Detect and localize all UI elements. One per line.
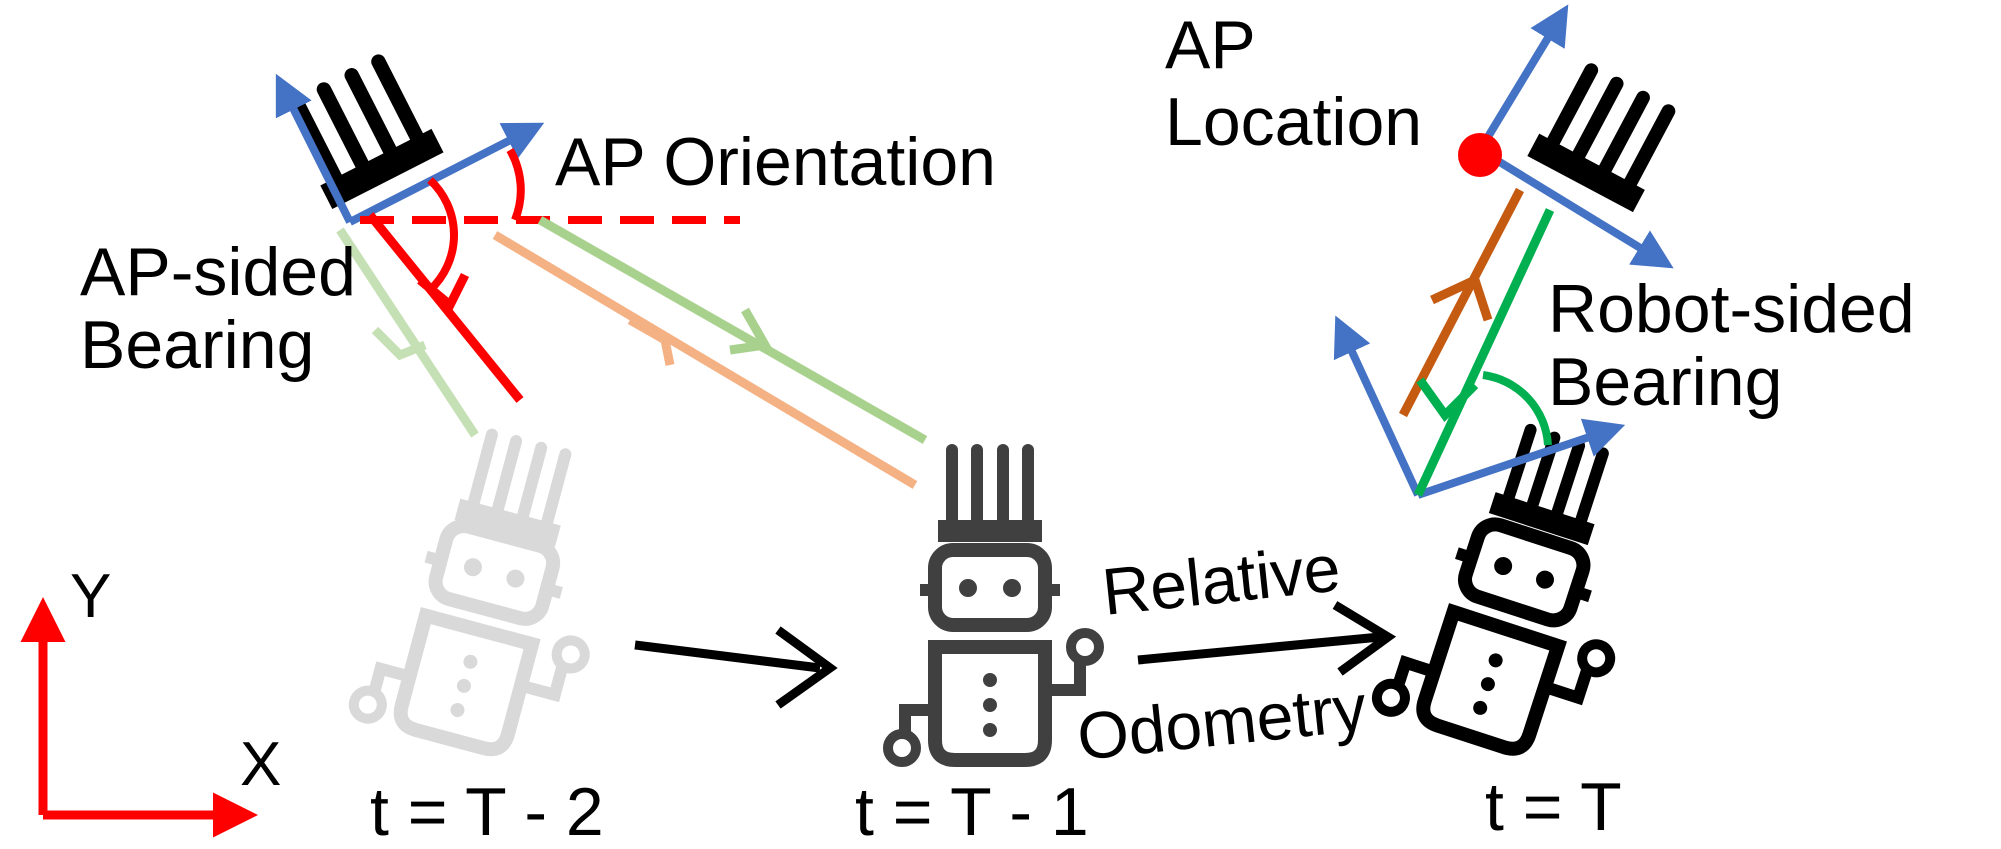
axis-x-label: X: [240, 730, 281, 799]
bearing-line-t-green: [1413, 208, 1555, 497]
axis-y-label: Y: [70, 562, 111, 631]
bearing-line-t2-red: [366, 212, 524, 403]
bearing-line-t-orange: [1399, 187, 1524, 418]
time-label-t: t = T: [1485, 769, 1622, 845]
ap-sided-bearing-arc: [427, 177, 459, 293]
ap-frame-axes: [275, 73, 545, 226]
relative-label: Relative: [1099, 530, 1344, 629]
ap-location-label-2: Location: [1165, 84, 1422, 160]
arrow-icon: [1137, 601, 1397, 676]
bearing-line-t2-faded: [336, 227, 479, 438]
ap-location-label-1: AP: [1165, 7, 1256, 83]
time-label-t2: t = T - 2: [370, 774, 604, 849]
robot-sided-bearing-label-2: Bearing: [1548, 344, 1782, 420]
robot-icon: [351, 418, 634, 769]
ap-sided-bearing-label-1: AP-sided: [80, 234, 356, 310]
robot-sided-bearing-label-1: Robot-sided: [1548, 271, 1915, 347]
time-label-t1: t = T - 1: [855, 774, 1089, 849]
robot-icon: [1373, 410, 1670, 772]
arrow-icon: [634, 626, 838, 709]
ap-orientation-label: AP Orientation: [555, 124, 996, 200]
bearing-line-t1-green: [537, 216, 928, 444]
ap-sided-bearing-label-2: Bearing: [80, 307, 314, 383]
ap-orientation-arc: [506, 147, 525, 222]
odometry-label: Odometry: [1074, 670, 1370, 774]
robot-icon: [888, 450, 1099, 762]
robot-frame-axes: [1333, 315, 1626, 499]
ap-frame-axes-right: [1476, 4, 1674, 269]
axes-icon: [20, 597, 258, 838]
ap-location-marker: [1458, 133, 1502, 177]
bearing-line-t1-orange: [492, 231, 918, 489]
robot-sided-bearing-arc: [1482, 371, 1552, 446]
